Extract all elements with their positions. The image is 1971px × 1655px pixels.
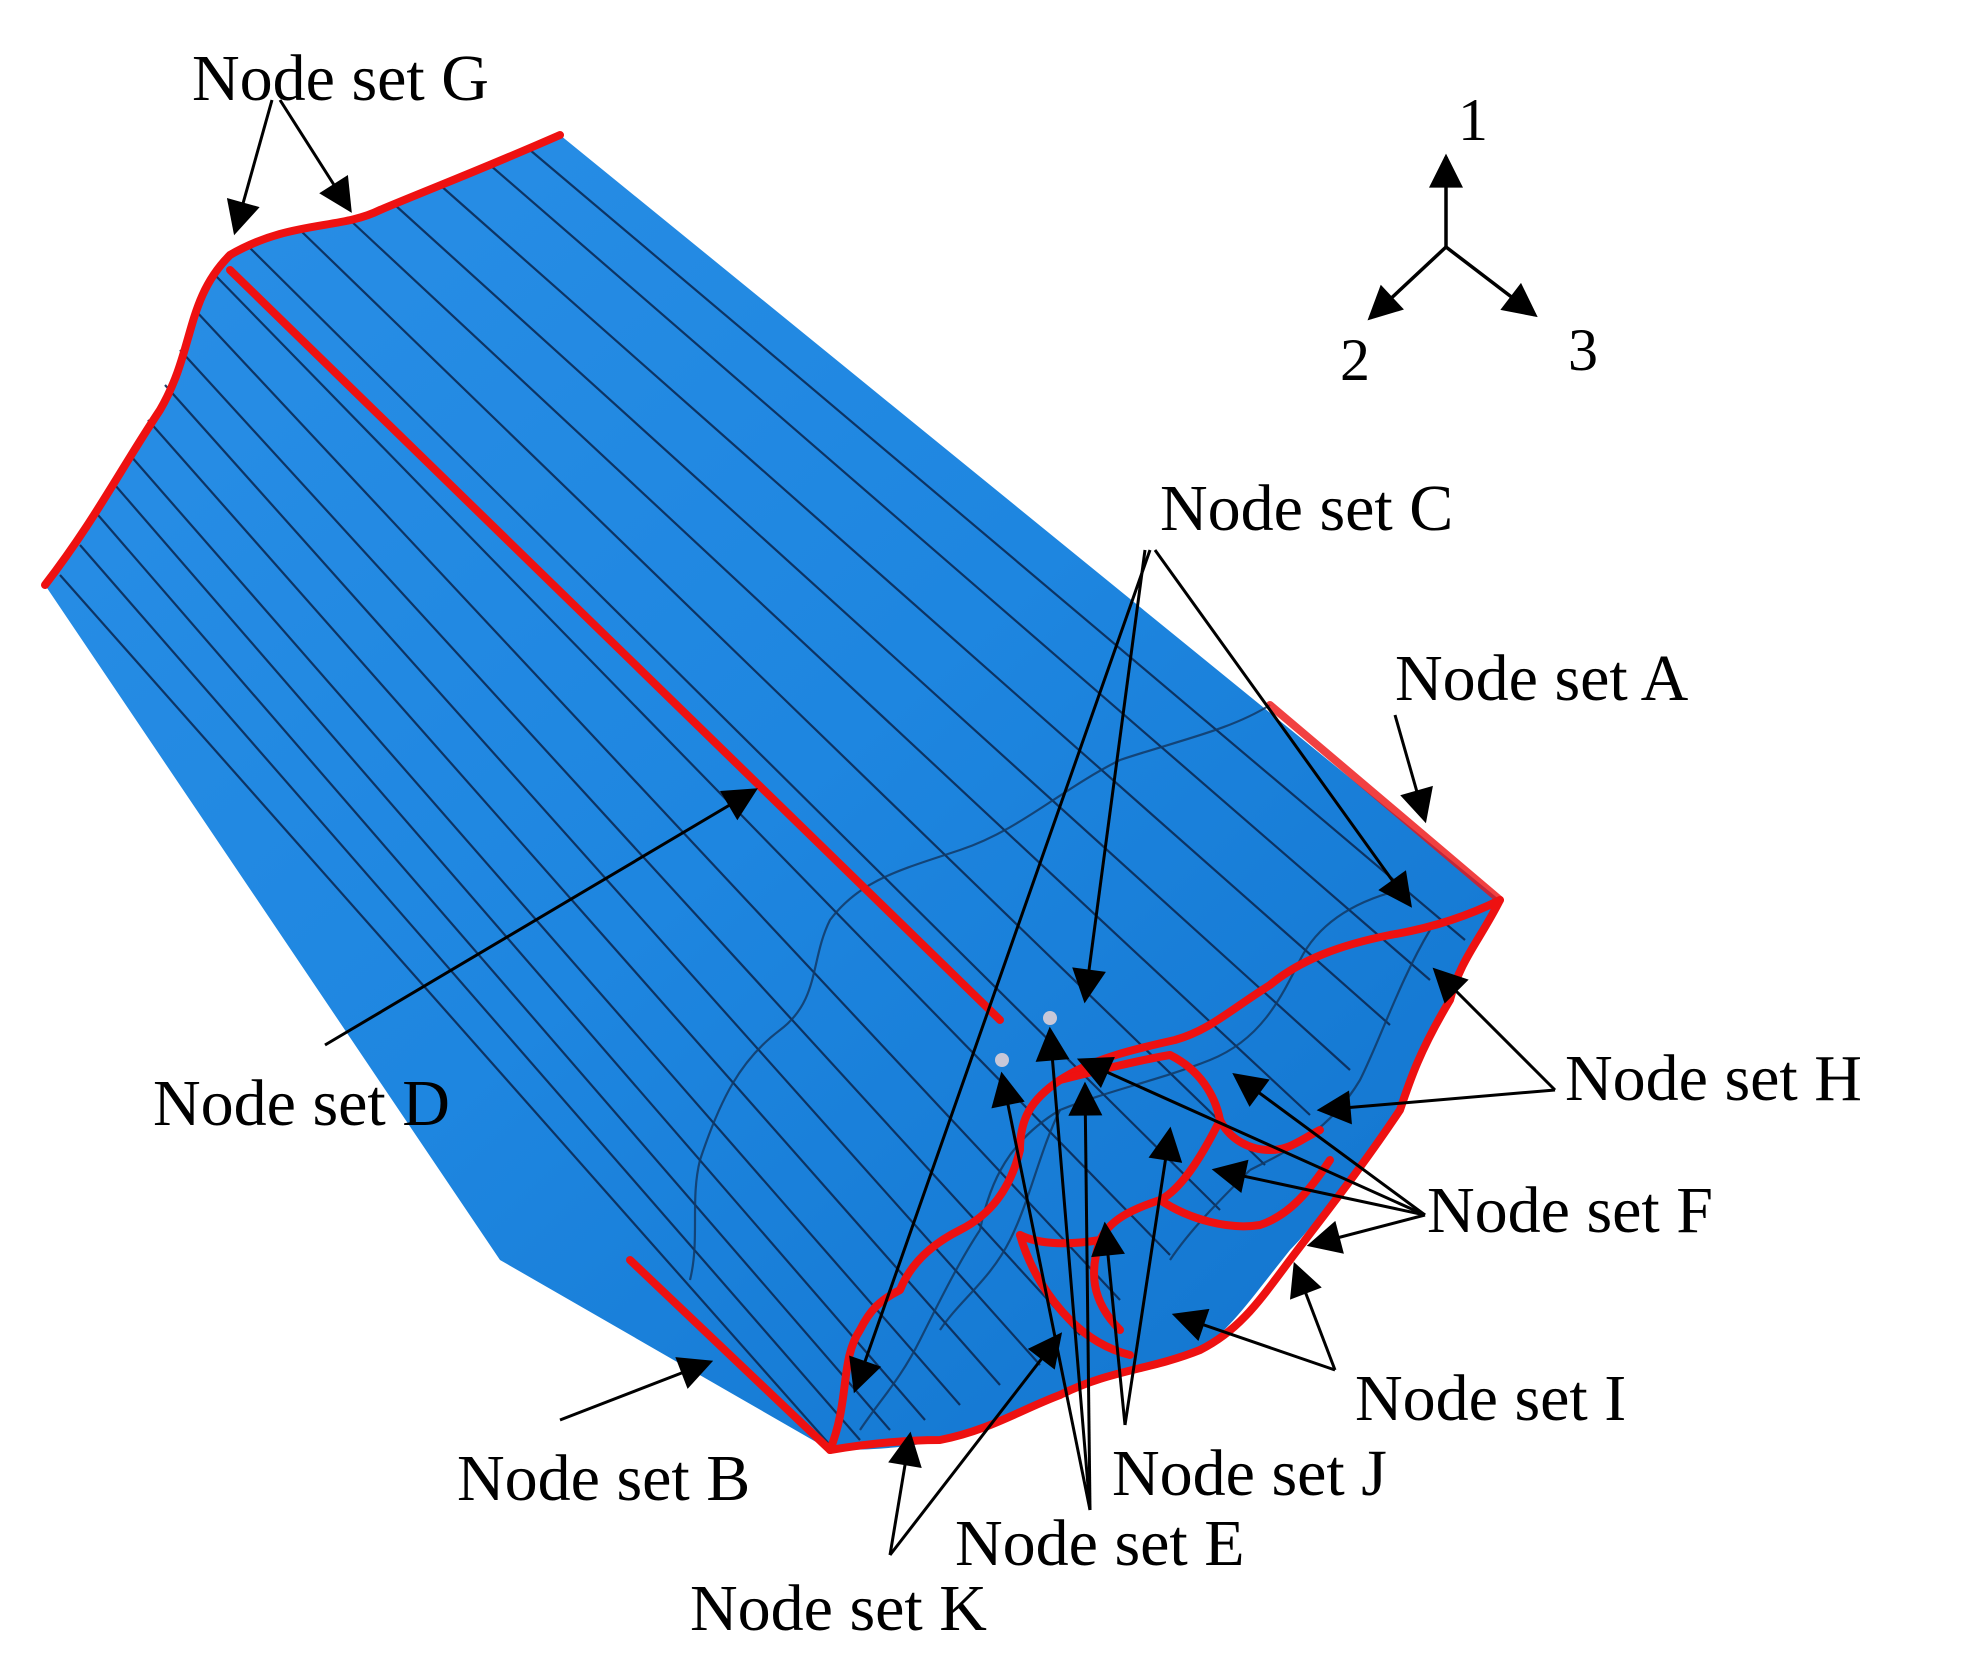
label-node-set-e: Node set E (955, 1507, 1245, 1580)
label-node-set-a: Node set A (1395, 642, 1689, 715)
label-node-set-j: Node set J (1112, 1437, 1387, 1510)
axis-2-label: 2 (1340, 327, 1370, 393)
node-set-labels: Node set G Node set C Node set A Node se… (153, 42, 1862, 1645)
end-section-inner-2 (1090, 1116, 1224, 1334)
bundle-body (45, 135, 1500, 1450)
end-section-outer (826, 896, 1504, 1454)
label-node-set-g: Node set G (192, 42, 489, 115)
edge-node-set-d (226, 266, 1004, 1024)
end-section-inner-4 (1016, 1231, 1104, 1248)
leader-arrows (226, 99, 1557, 1556)
edge-node-set-g (41, 131, 564, 589)
bundle-stripes (59, 149, 1466, 1446)
label-node-set-h: Node set H (1565, 1042, 1862, 1115)
node-point-1 (1043, 1011, 1057, 1025)
node-point-2 (995, 1053, 1009, 1067)
label-node-set-d: Node set D (153, 1067, 450, 1140)
edge-node-set-b (626, 1256, 834, 1454)
label-node-set-i: Node set I (1355, 1362, 1626, 1435)
edge-node-set-a (1266, 701, 1504, 904)
label-node-set-f: Node set F (1427, 1174, 1713, 1247)
end-section-inner-5 (1016, 1231, 1134, 1359)
end-section-inner-3 (1156, 1156, 1334, 1231)
axis-1-label: 1 (1458, 87, 1488, 153)
axis-3-label: 3 (1568, 317, 1598, 383)
axis-triad: 1 2 3 (1340, 87, 1598, 393)
label-node-set-k: Node set K (690, 1572, 987, 1645)
label-node-set-b: Node set B (457, 1442, 750, 1515)
label-node-set-c: Node set C (1160, 472, 1453, 545)
